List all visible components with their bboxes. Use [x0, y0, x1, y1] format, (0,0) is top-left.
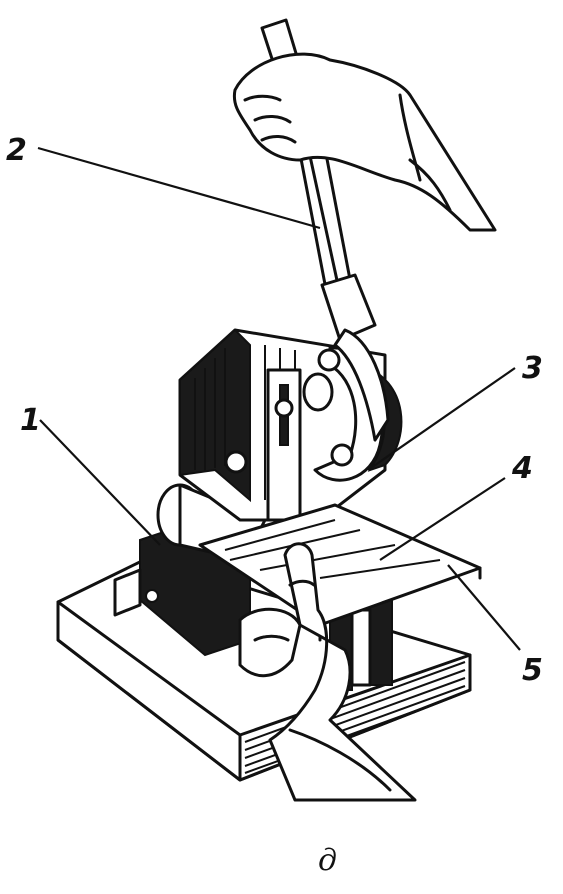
label-5: 5 — [522, 653, 543, 688]
label-1: 1 — [20, 403, 41, 438]
label-3: 3 — [522, 351, 543, 386]
figure-caption: д — [318, 843, 337, 878]
upper-hand — [232, 52, 497, 232]
label-4: 4 — [511, 451, 533, 486]
leader-lines — [37, 146, 521, 651]
label-2: 2 — [6, 133, 27, 168]
lower-hand — [238, 542, 417, 802]
guide-post — [266, 368, 302, 522]
